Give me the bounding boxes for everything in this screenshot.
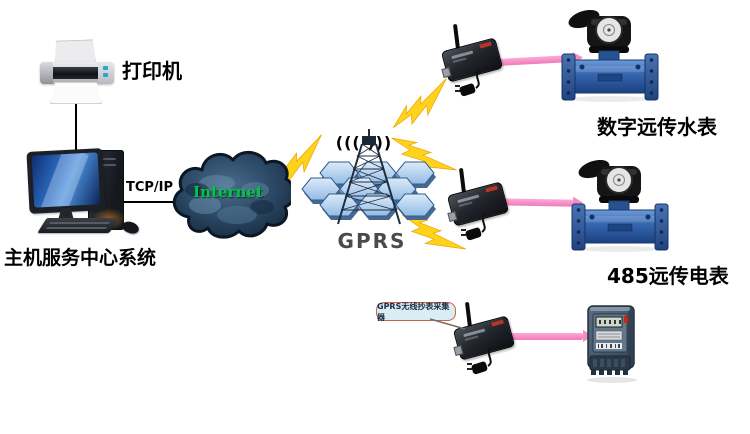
hexagon-cells [301,161,436,220]
host-system-label: 主机服务中心系统 [4,247,157,269]
host-internet-line [118,201,182,203]
gprs-modem-2 [446,167,516,246]
mouse [120,219,141,236]
screen-glare [39,152,89,208]
antenna-icon [452,23,460,50]
keyboard-row [45,227,108,229]
modem-connector [447,211,458,222]
modem-connector [453,345,464,356]
printer-right-cap [98,62,114,84]
gprs-tower [301,129,436,225]
electric-meter [587,305,637,383]
monitor-screen [31,152,101,208]
tower-drive-slot [94,158,116,160]
keyboard-row [48,222,111,224]
power-adapter [455,70,480,97]
tower-drive-slot [94,164,116,166]
callout-tail [429,318,466,330]
internet-cloud [172,151,291,239]
internet-label: Internet [193,183,263,201]
monitor-stand [58,208,74,220]
modem-connector [441,67,452,78]
water-meter-label: 数字远传水表 [597,115,717,139]
printer-paper-tray [50,82,102,104]
lightning-bolt-tower-modem2 [391,137,457,171]
collector-callout: GPRS无线抄表采集器 [376,301,456,322]
printer-body [40,62,114,84]
rs485-meter-label: 485远传电表 [607,264,729,288]
printer-dark-bar [53,67,98,79]
lightning-bolt-tower-modem3 [401,214,467,250]
gprs-label: GPRS [337,229,407,253]
tower-lattice [337,129,401,225]
tcpip-label: TCP/IP [126,180,174,195]
gprs-modem-1 [440,23,510,102]
host-computer-icon [26,146,144,240]
keyboard [37,218,119,233]
antenna-icon [458,167,466,194]
collector-callout-text: GPRS无线抄表采集器 [377,301,450,322]
power-adapter [461,214,486,241]
printer-label: 打印机 [122,59,182,83]
printer-icon [40,40,115,104]
water-meter-1 [561,10,659,102]
water-meter-2 [571,160,669,252]
modem-red-label [491,319,504,327]
modem-red-label [479,41,492,49]
printer-button [103,73,108,77]
lightning-bolt-tower-modem1 [392,78,447,129]
gprs-modem-3 [452,301,522,380]
printer-left-cap [40,62,53,84]
printer-button [103,66,108,70]
computer-monitor [26,148,106,214]
power-adapter [467,348,492,375]
modem-red-label [485,185,498,193]
printer-host-line [75,102,77,156]
